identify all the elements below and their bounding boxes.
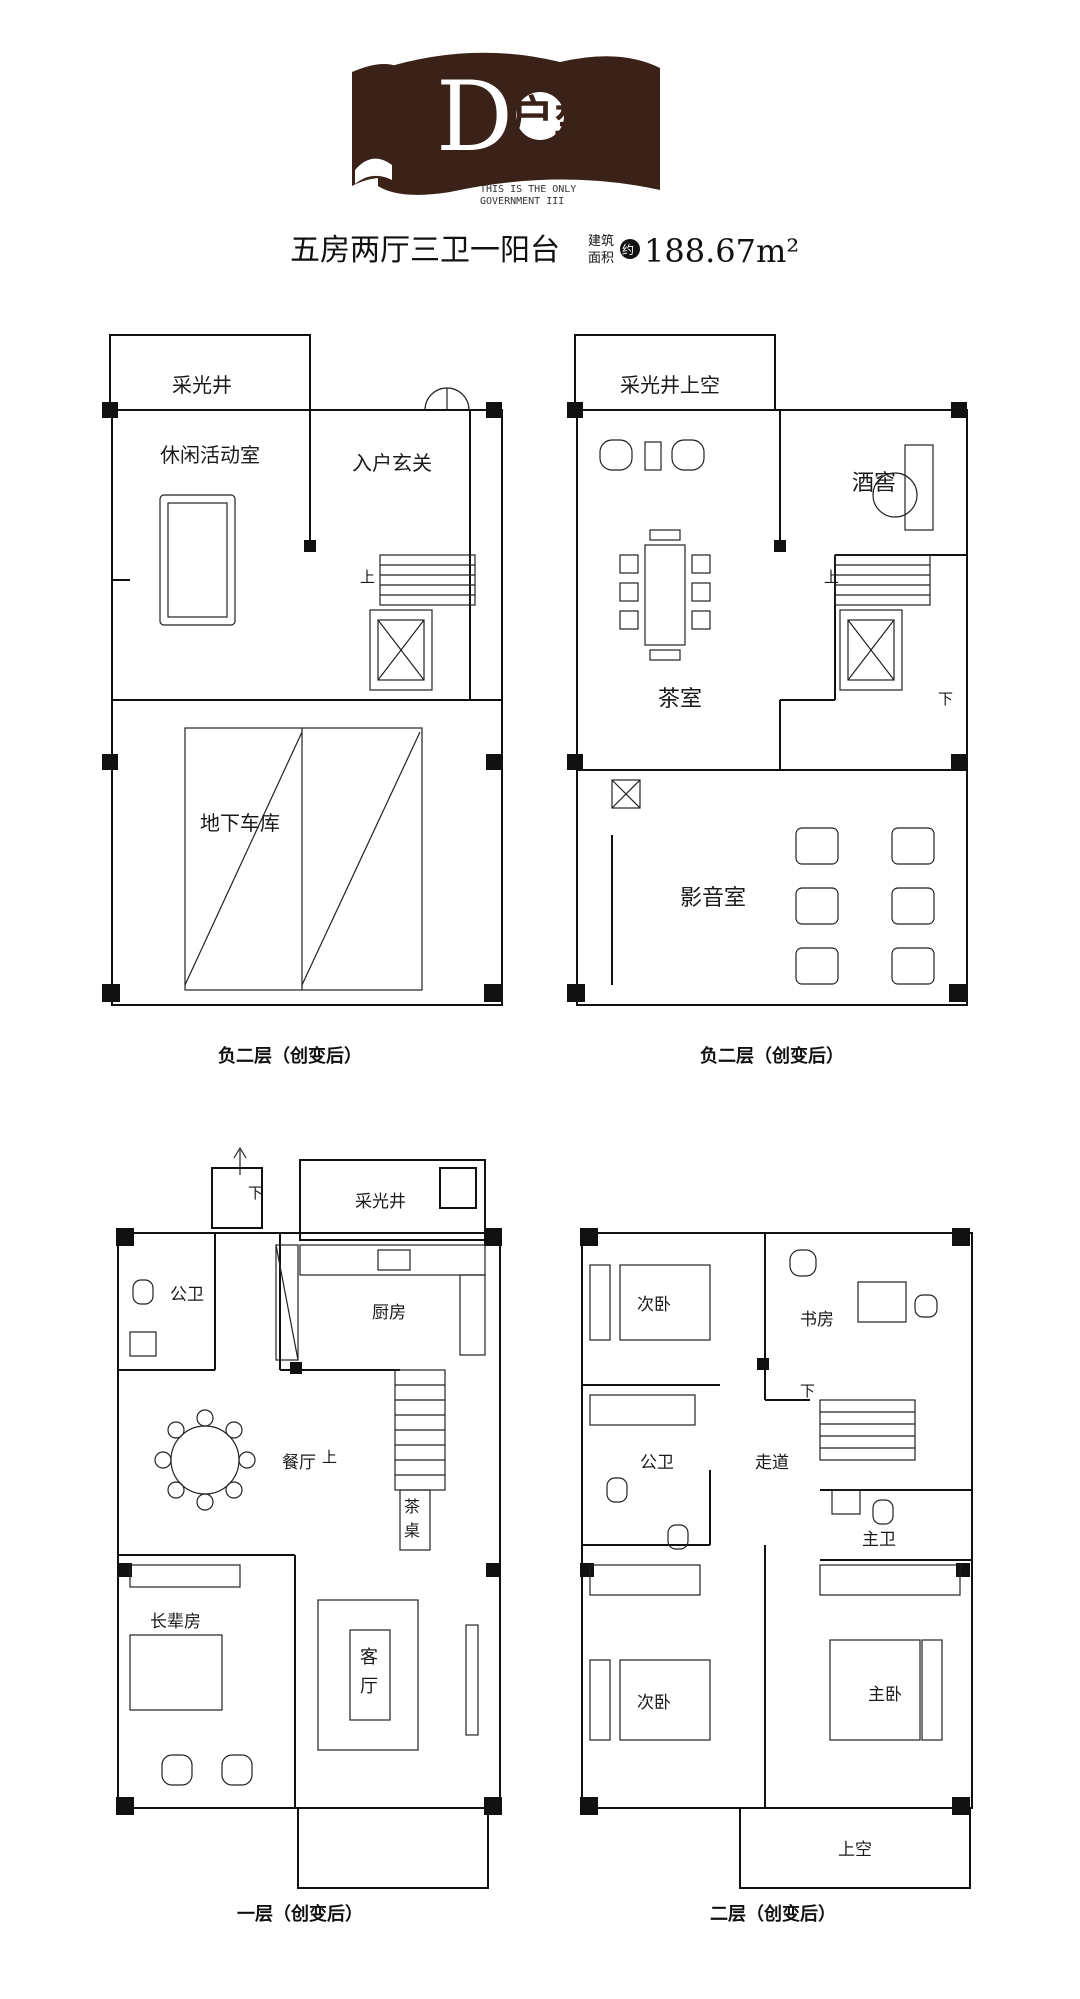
summary-line: 五房两厅三卫一阳台 建筑 面积 约 188.67m² (290, 232, 799, 270)
plan-floor-1: 采光井 下 公卫 厨房 餐厅 上 茶 桌 长辈房 客 厅 一层（创变后） (116, 1146, 502, 1925)
room-lightwell-void: 采光井上空 (620, 373, 720, 397)
room-living-2: 厅 (360, 1676, 378, 1697)
room-bedroom-b: 次卧 (637, 1693, 671, 1713)
room-master: 主卧 (868, 1685, 902, 1705)
room-master-bath: 主卫 (862, 1530, 896, 1550)
stair-up-label: 上 (322, 1448, 337, 1466)
area-approx: 约 (622, 242, 634, 257)
room-theater: 影音室 (680, 886, 746, 911)
stair-down-label: 下 (800, 1382, 815, 1400)
area-value: 188.67m² (644, 232, 799, 270)
logo-tagline-2: GOVERNMENT III (480, 196, 564, 207)
plan-floor-2: 次卧 书房 下 走道 公卫 主卫 次卧 主卧 上空 二层（创变后） (580, 1228, 973, 1925)
room-tea: 茶室 (658, 687, 702, 712)
room-garage: 地下车库 (200, 811, 280, 835)
room-elder: 长辈房 (150, 1612, 201, 1632)
room-study: 书房 (800, 1310, 834, 1330)
down-label: 下 (248, 1184, 263, 1202)
layout-description: 五房两厅三卫一阳台 (290, 233, 560, 268)
room-void: 上空 (838, 1840, 872, 1860)
room-wine-cellar: 酒窖 (852, 471, 896, 496)
plan-b2-left: 采光井 休闲活动室 入户玄关 上 地下车库 负二层（创变后） (102, 334, 503, 1067)
room-lightwell: 采光井 (355, 1192, 406, 1212)
stair-up-label: 上 (360, 568, 375, 586)
room-dining: 餐厅 (282, 1453, 316, 1473)
tea-table-2: 桌 (404, 1521, 420, 1540)
room-leisure: 休闲活动室 (160, 443, 260, 467)
room-bath: 公卫 (640, 1453, 674, 1473)
logo-letter: D (436, 61, 513, 173)
logo: D 户型 THIS IS THE ONLY GOVERNMENT III (352, 52, 660, 207)
room-bath: 公卫 (170, 1285, 204, 1305)
plan-caption-b2-left: 负二层（创变后） (218, 1045, 362, 1067)
plan-caption-f2: 二层（创变后） (710, 1903, 836, 1925)
area-label-1: 建筑 (588, 233, 614, 249)
room-lightwell: 采光井 (172, 373, 232, 397)
room-living-1: 客 (360, 1647, 378, 1668)
room-bedroom-a: 次卧 (637, 1295, 671, 1315)
room-kitchen: 厨房 (372, 1303, 406, 1323)
room-corridor: 走道 (755, 1453, 789, 1473)
plan-caption-b2-right: 负二层（创变后） (700, 1045, 844, 1067)
plan-caption-f1: 一层（创变后） (237, 1903, 363, 1925)
stair-down-label: 下 (938, 690, 953, 708)
area-label-2: 面积 (588, 251, 614, 266)
logo-tagline-1: THIS IS THE ONLY (480, 184, 576, 195)
room-entry: 入户玄关 (352, 451, 432, 475)
logo-suffix: 户型 (510, 92, 598, 143)
plan-b2-right: 采光井上空 酒窖 上 下 茶室 影音室 负二层（创变后） (567, 334, 968, 1067)
stair-up-label: 上 (824, 568, 839, 586)
tea-table-1: 茶 (404, 1497, 420, 1516)
